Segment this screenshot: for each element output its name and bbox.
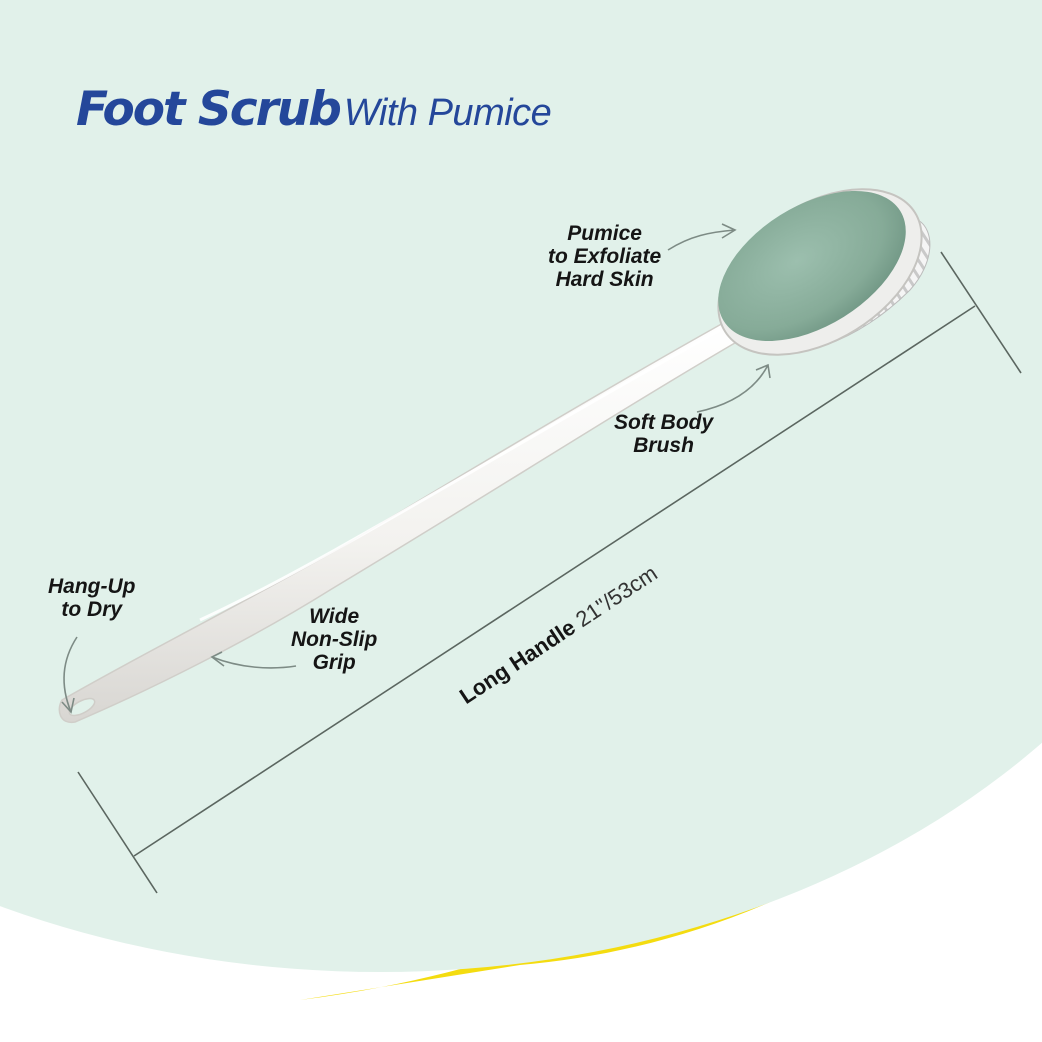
callout-pumice: Pumice to Exfoliate Hard Skin (548, 222, 661, 291)
dimension-lines (77, 251, 1022, 894)
callout-line: Soft Body (614, 411, 714, 434)
callout-line: Non-Slip (291, 628, 378, 651)
callout-line: Grip (312, 651, 356, 674)
mint-background (0, 0, 1042, 972)
curved-arrow-icon (61, 223, 771, 714)
callout-line: Wide (309, 605, 360, 628)
callout-line: Pumice (567, 222, 642, 245)
title-main: Foot Scrub (76, 82, 342, 137)
callout-line: Brush (633, 434, 694, 457)
callout-line: Hard Skin (555, 268, 654, 291)
callout-soft-brush: Soft Body Brush (614, 411, 713, 457)
callout-line: Hang-Up (48, 575, 136, 598)
brush-head (717, 188, 931, 356)
callout-grip: Wide Non-Slip Grip (291, 605, 377, 674)
pumice-stone (718, 190, 906, 342)
callout-line: to Exfoliate (548, 245, 662, 268)
callout-hang-up: Hang-Up to Dry (48, 575, 136, 621)
brush-handle (58, 321, 742, 724)
title-sub: With Pumice (343, 92, 552, 134)
callout-line: to Dry (61, 598, 123, 621)
